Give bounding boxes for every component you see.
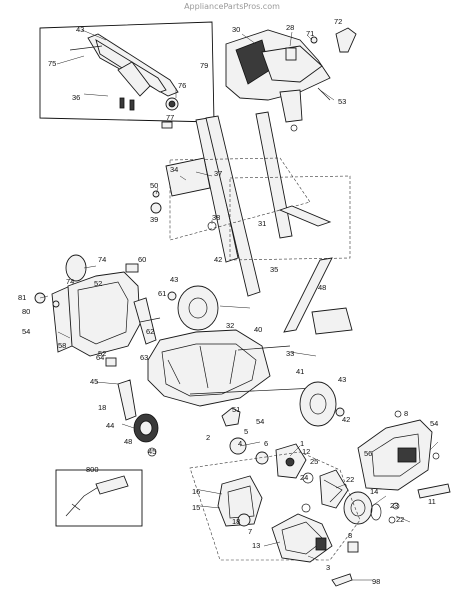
callout: 43 [76,25,84,34]
callout: 43 [170,275,178,284]
callout: 11 [428,497,436,506]
callout: 75 [48,59,56,68]
callout: 39 [150,215,158,224]
callout: 22 [396,515,404,524]
callouts: 43 75 79 36 76 77 30 28 71 72 53 34 37 5… [18,17,438,586]
handle-detail-inset [39,21,215,129]
callout: 41 [296,367,304,376]
wheels [117,285,345,457]
callout: 76 [178,81,186,90]
callout: 8 [404,409,408,418]
callout: 53 [338,97,346,106]
handle-tubes [150,111,353,335]
callout: 22 [346,475,354,484]
callout: 79 [200,61,208,70]
callout: 31 [258,219,266,228]
callout: 14 [370,487,378,496]
callout: 71 [306,29,314,38]
callout: 44 [106,421,114,430]
callout: 54 [22,327,30,336]
callout: 7 [248,527,252,536]
callout: 74 [98,255,106,264]
drive-train [189,407,400,561]
callout: 15 [192,503,200,512]
callout: 35 [270,265,278,274]
callout: 25 [310,457,318,466]
leader-lines [39,29,439,581]
callout: 51 [232,405,240,414]
callout: 43 [338,375,346,384]
callout: 58 [58,341,66,350]
callout: 48 [318,283,326,292]
callout: 28 [286,23,294,32]
callout: 24 [300,473,308,482]
callout: 63 [140,353,148,362]
callout: 50 [150,181,158,190]
callout: 54 [256,417,264,426]
callout: 38 [212,213,220,222]
callout: 56 [364,449,372,458]
callout: 30 [232,25,240,34]
callout: 64 [96,353,104,362]
callout: 8 [348,531,352,540]
callout: 1 [300,439,304,448]
callout: 18 [98,403,106,412]
callout: 62 [146,327,154,336]
upper-handle-assembly [225,27,357,132]
cord-detail-inset [55,469,143,527]
callout: 16 [192,487,200,496]
callout: 52 [98,349,106,358]
blade-guard [357,410,451,499]
callout: 2 [206,433,210,442]
callout: 81 [18,293,26,302]
callout: 34 [170,165,178,174]
callout: 42 [214,255,222,264]
callout: 800 [86,465,99,474]
callout: 4 [238,439,242,448]
callout: 6 [264,439,268,448]
main-housing [147,329,317,407]
callout: 33 [286,349,294,358]
callout: 32 [226,321,234,330]
callout: 12 [302,447,310,456]
callout: 42 [342,415,350,424]
callout: 18 [232,517,240,526]
belt-cover-assembly [34,254,161,367]
callout: 80 [22,307,30,316]
callout: 98 [372,577,380,586]
callout: 60 [138,255,146,264]
callout: 3 [326,563,330,572]
callout: 40 [254,325,262,334]
callout: 36 [72,93,80,102]
callout: 54 [430,419,438,428]
callout: 77 [166,113,174,122]
callout: 74 [66,277,74,286]
callout: 5 [244,427,248,436]
callout: 48 [124,437,132,446]
callout: 61 [158,289,166,298]
callout: 45 [148,447,156,456]
callout: 72 [334,17,342,26]
callout: 23 [390,501,398,510]
callout: 52 [94,279,102,288]
callout: 13 [252,541,260,550]
motor-assembly [217,475,359,587]
watermark: AppliancePartsPros.com [184,2,280,11]
callout: 37 [214,169,222,178]
callout: 45 [90,377,98,386]
